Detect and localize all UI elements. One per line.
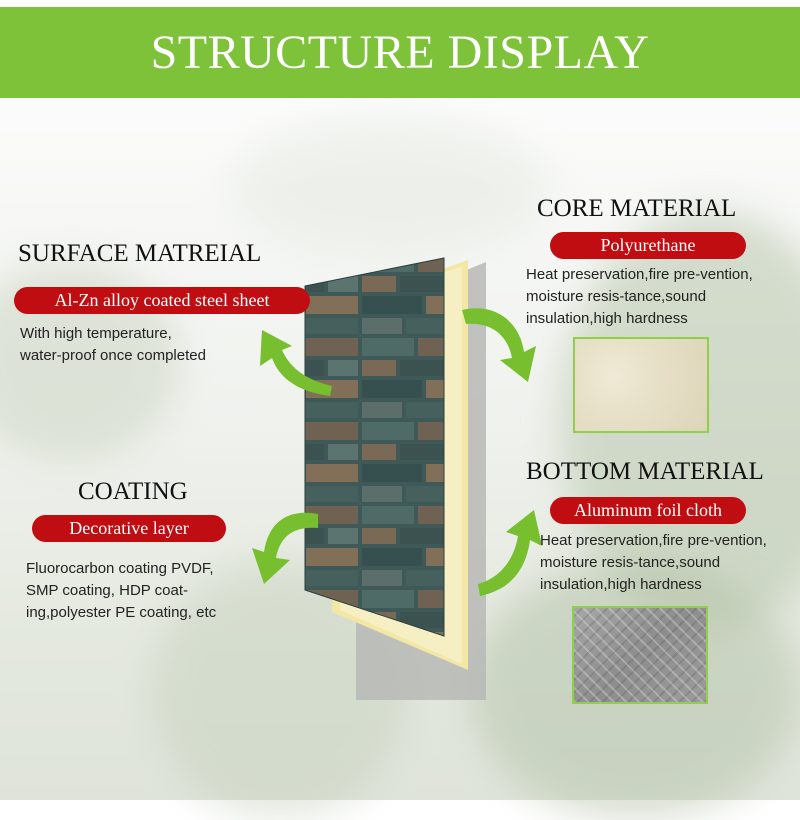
arrow-icon bbox=[252, 308, 542, 596]
surface-desc-line: water-proof once completed bbox=[20, 347, 206, 364]
bottom-desc-line: moisture resis-tance,sound bbox=[540, 554, 721, 571]
coating-desc-line: Fluorocarbon coating PVDF, bbox=[26, 560, 214, 577]
coating-desc-line: ing,polyester PE coating, etc bbox=[26, 604, 217, 621]
bottom-heading: BOTTOM MATERIAL bbox=[526, 458, 764, 485]
coating-tag: Decorative layer bbox=[32, 515, 226, 542]
core-desc-line: insulation,high hardness bbox=[526, 310, 688, 327]
coating-heading: COATING bbox=[78, 478, 188, 505]
bottom-material-swatch bbox=[572, 606, 708, 704]
bottom-tag: Aluminum foil cloth bbox=[550, 497, 746, 524]
coating-description: Fluorocarbon coating PVDF, SMP coating, … bbox=[26, 558, 216, 624]
surface-tag: Al-Zn alloy coated steel sheet bbox=[14, 287, 310, 314]
bottom-description: Heat preservation,fire pre-vention, mois… bbox=[540, 530, 767, 596]
coating-desc-line: SMP coating, HDP coat- bbox=[26, 582, 189, 599]
bottom-desc-line: Heat preservation,fire pre-vention, bbox=[540, 532, 767, 549]
surface-heading: SURFACE MATREIAL bbox=[18, 240, 262, 267]
core-desc-line: moisture resis-tance,sound bbox=[526, 288, 707, 305]
core-desc-line: Heat preservation,fire pre-vention, bbox=[526, 266, 753, 283]
core-material-swatch bbox=[573, 337, 709, 433]
surface-desc-line: With high temperature, bbox=[20, 325, 172, 342]
core-description: Heat preservation,fire pre-vention, mois… bbox=[526, 264, 753, 330]
core-heading: CORE MATERIAL bbox=[537, 195, 737, 222]
surface-description: With high temperature, water-proof once … bbox=[20, 323, 206, 367]
page-title: STRUCTURE DISPLAY bbox=[150, 26, 650, 79]
bottom-desc-line: insulation,high hardness bbox=[540, 576, 702, 593]
panel-illustration bbox=[252, 257, 542, 700]
core-tag: Polyurethane bbox=[550, 232, 746, 259]
title-banner: STRUCTURE DISPLAY bbox=[0, 7, 800, 98]
